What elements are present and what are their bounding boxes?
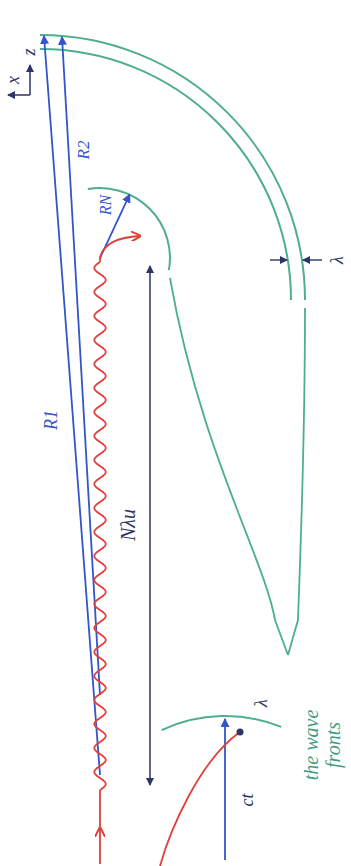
z-axis-arrow bbox=[29, 65, 31, 95]
distance-label: ct bbox=[238, 794, 258, 807]
inset-trajectory bbox=[160, 732, 240, 866]
wavelength-arrow bbox=[270, 259, 287, 260]
light-path-arrow bbox=[224, 719, 226, 860]
last-wave-front bbox=[88, 188, 170, 270]
distance-label: RN bbox=[97, 195, 115, 215]
distance-label: R1 bbox=[42, 410, 62, 430]
inner-wave-front bbox=[40, 49, 291, 300]
inset-wave-front bbox=[162, 716, 282, 730]
bracket-line bbox=[170, 278, 288, 655]
electron-entry bbox=[99, 828, 101, 864]
undulator-trajectory bbox=[94, 262, 105, 790]
wavelength-arrow bbox=[303, 259, 322, 260]
x-axis-arrow bbox=[8, 94, 30, 96]
outer-wave-front bbox=[40, 35, 305, 300]
bracket-line bbox=[288, 308, 305, 655]
length-label: Nλu bbox=[117, 509, 139, 541]
electron-dot bbox=[237, 729, 244, 736]
wavelength-label: λ bbox=[328, 256, 348, 264]
wavelength-label: λ bbox=[252, 699, 272, 707]
distance-label: R2 bbox=[75, 141, 94, 160]
axis-label: x bbox=[4, 76, 24, 84]
electron-entry bbox=[99, 790, 101, 828]
axis-label: z bbox=[20, 48, 40, 55]
callout-note: the wave fronts bbox=[300, 689, 344, 801]
distance-arrow bbox=[44, 36, 100, 775]
electron-exit bbox=[100, 236, 140, 262]
length-arrow bbox=[149, 266, 151, 785]
